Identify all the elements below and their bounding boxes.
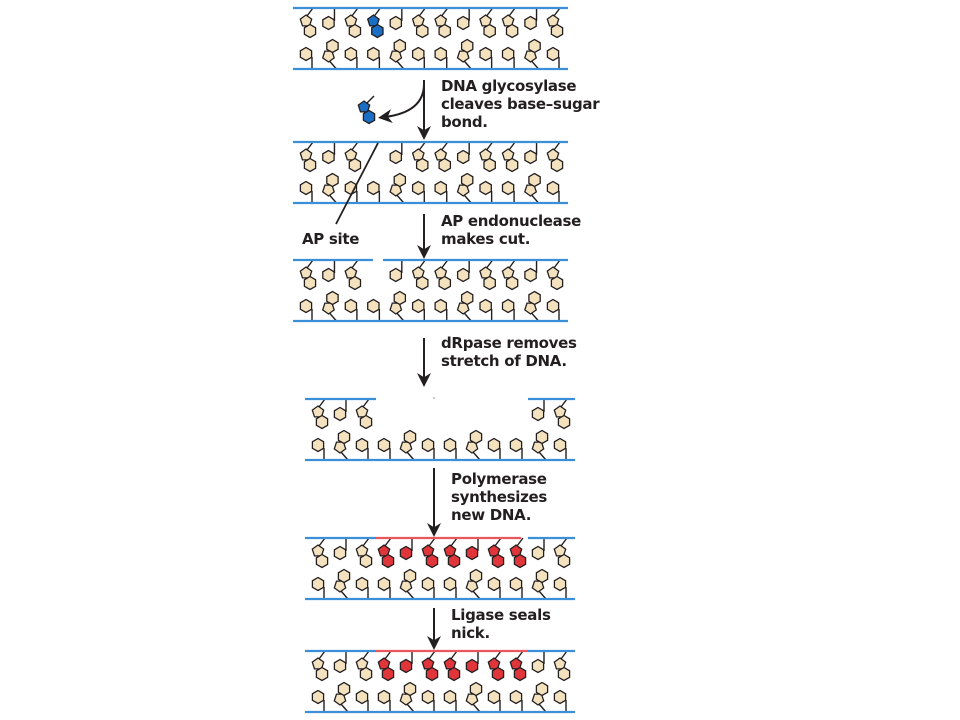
- step-label-ap-endonuclease: AP endonuclease makes cut.: [441, 212, 582, 248]
- step-label-polymerase: Polymerase synthesizes new DNA.: [451, 470, 548, 524]
- step-label-drpase: dRpase removes stretch of DNA.: [441, 334, 577, 370]
- ap-site-pointer: [335, 142, 379, 225]
- dna-stage-gap: [305, 397, 575, 462]
- ap-site-label: AP site: [302, 230, 360, 248]
- dna-stage-ap-site: [293, 140, 568, 205]
- dna-stage-sealed: [305, 649, 575, 714]
- stray-dot: [433, 397, 435, 399]
- dna-stage-cut: [293, 258, 568, 323]
- step-label-glycosylase: DNA glycosylase cleaves base–sugar bond.: [441, 77, 600, 131]
- dna-stage-synthesized: [305, 536, 575, 601]
- excised-damaged-base-icon: [357, 95, 376, 125]
- dna-stages: [293, 6, 575, 714]
- dna-stage-original: [293, 6, 568, 71]
- step-label-ligase: Ligase seals nick.: [451, 606, 551, 642]
- excised-base-arrow: [378, 83, 425, 124]
